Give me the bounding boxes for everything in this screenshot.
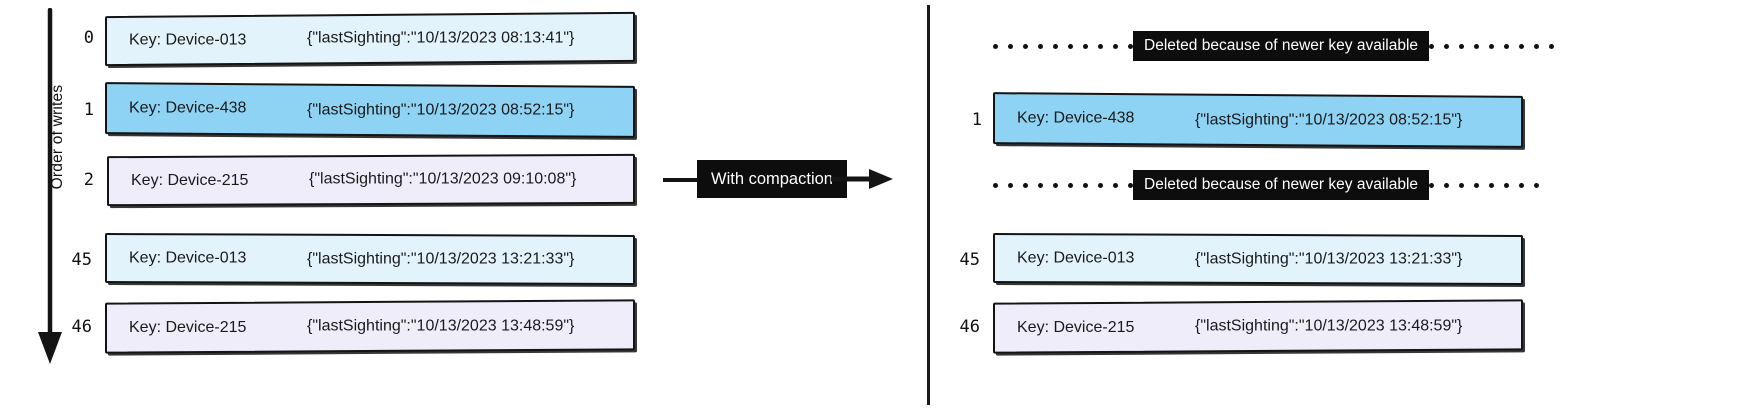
- with-compaction-transition: With compaction: [663, 160, 898, 200]
- row-index: 2: [83, 170, 94, 190]
- down-arrow-icon: [38, 8, 62, 364]
- dot: [1113, 43, 1118, 49]
- dot: [1549, 43, 1555, 49]
- record-key: Key: Device-013: [1017, 249, 1135, 267]
- dot: [1023, 182, 1028, 188]
- dot: [1489, 182, 1495, 188]
- dot: [1519, 43, 1525, 49]
- row-index: 1: [971, 110, 982, 130]
- deleted-marker: Deleted because of newer key available: [993, 31, 1555, 61]
- dot: [1038, 43, 1043, 49]
- dot: [1068, 43, 1073, 49]
- dot: [1429, 43, 1435, 49]
- record-box[interactable]: Key: Device-013 {"lastSighting":"10/13/2…: [993, 232, 1523, 286]
- record-value: {"lastSighting":"10/13/2023 13:21:33"}: [307, 250, 575, 268]
- record-value: {"lastSighting":"10/13/2023 13:21:33"}: [1195, 250, 1463, 268]
- dot: [1504, 182, 1510, 188]
- dot: [1474, 43, 1480, 49]
- dotted-line-right: [1429, 31, 1555, 61]
- record-value: {"lastSighting":"10/13/2023 13:48:59"}: [1195, 317, 1463, 335]
- record-key: Key: Device-438: [1017, 109, 1135, 127]
- record-key: Key: Device-215: [129, 319, 247, 337]
- deleted-label: Deleted because of newer key available: [1133, 170, 1430, 200]
- dot: [1128, 182, 1133, 188]
- dot: [1053, 43, 1058, 49]
- dotted-line-left: [993, 170, 1133, 200]
- record-box[interactable]: Key: Device-438 {"lastSighting":"10/13/2…: [105, 82, 635, 138]
- dot: [1083, 182, 1088, 188]
- dot: [1098, 43, 1103, 49]
- dot: [1534, 182, 1540, 188]
- connector-line: [663, 178, 699, 182]
- record-value: {"lastSighting":"10/13/2023 08:52:15"}: [307, 101, 575, 119]
- record-value: {"lastSighting":"10/13/2023 08:52:15"}: [1195, 111, 1463, 129]
- dot: [1023, 43, 1028, 49]
- record-key: Key: Device-215: [1017, 319, 1135, 337]
- dot: [993, 182, 998, 188]
- record-box[interactable]: Key: Device-215 {"lastSighting":"10/13/2…: [107, 153, 635, 207]
- dot: [1534, 43, 1540, 49]
- dot: [1038, 182, 1043, 188]
- row-index: 45: [959, 250, 980, 270]
- order-of-writes-axis: Order of writes: [30, 8, 70, 368]
- dot: [1068, 182, 1073, 188]
- dot: [1053, 182, 1058, 188]
- record-key: Key: Device-438: [129, 99, 247, 117]
- record-box[interactable]: Key: Device-438 {"lastSighting":"10/13/2…: [993, 92, 1523, 148]
- dot: [1459, 43, 1465, 49]
- dot: [1098, 182, 1103, 188]
- record-box[interactable]: Key: Device-215 {"lastSighting":"10/13/2…: [993, 299, 1523, 354]
- row-index: 45: [71, 250, 92, 270]
- deleted-label: Deleted because of newer key available: [1133, 31, 1430, 61]
- dot: [1489, 43, 1495, 49]
- dotted-line-right: [1429, 170, 1540, 200]
- record-key: Key: Device-013: [129, 249, 247, 267]
- record-box[interactable]: Key: Device-013 {"lastSighting":"10/13/2…: [105, 11, 635, 67]
- dot: [993, 43, 998, 49]
- row-index: 46: [71, 317, 92, 337]
- record-box[interactable]: Key: Device-215 {"lastSighting":"10/13/2…: [105, 299, 635, 354]
- dot: [1008, 182, 1013, 188]
- dot: [1444, 182, 1450, 188]
- dot: [1459, 182, 1465, 188]
- record-box[interactable]: Key: Device-013 {"lastSighting":"10/13/2…: [105, 232, 635, 286]
- dotted-line-left: [993, 31, 1133, 61]
- row-index: 46: [959, 317, 980, 337]
- with-compaction-label: With compaction: [697, 160, 847, 198]
- dot: [1128, 43, 1133, 49]
- right-arrow-icon: [831, 169, 893, 189]
- dot: [1083, 43, 1088, 49]
- dot: [1444, 43, 1450, 49]
- record-value: {"lastSighting":"10/13/2023 13:48:59"}: [307, 317, 575, 335]
- panel-divider: [927, 5, 930, 405]
- dot: [1504, 43, 1510, 49]
- dot: [1429, 182, 1435, 188]
- dot: [1113, 182, 1118, 188]
- record-key: Key: Device-013: [129, 31, 247, 49]
- record-value: {"lastSighting":"10/13/2023 08:13:41"}: [307, 29, 575, 47]
- record-value: {"lastSighting":"10/13/2023 09:10:08"}: [309, 170, 577, 188]
- row-index: 1: [83, 100, 94, 120]
- dot: [1519, 182, 1525, 188]
- dot: [1008, 43, 1013, 49]
- deleted-marker: Deleted because of newer key available: [993, 170, 1545, 200]
- dot: [1474, 182, 1480, 188]
- record-key: Key: Device-215: [131, 171, 249, 189]
- axis-label: Order of writes: [49, 84, 66, 190]
- row-index: 0: [83, 28, 94, 48]
